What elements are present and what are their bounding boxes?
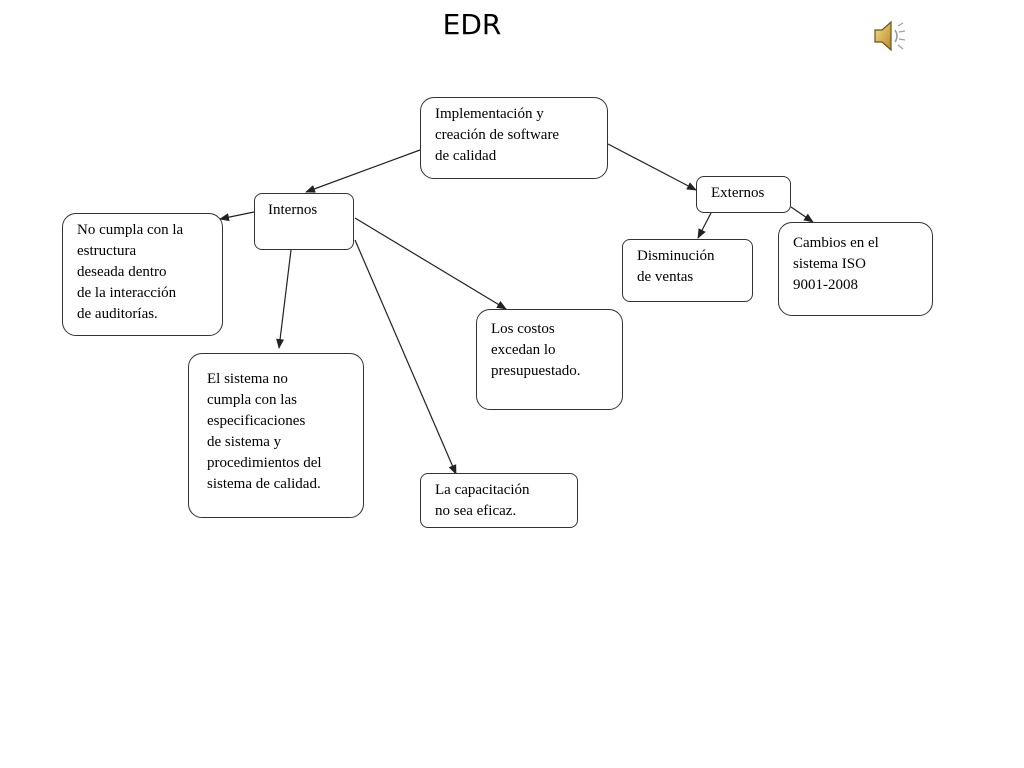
speaker-icon[interactable] <box>872 18 910 54</box>
node-especificaciones: El sistema no cumpla con las especificac… <box>188 353 364 518</box>
arrow-internos-costos <box>354 217 507 310</box>
arrow-externos-iso <box>790 206 814 223</box>
node-ventas: Disminución de ventas <box>622 239 753 302</box>
node-root: Implementación y creación de software de… <box>420 97 608 179</box>
arrow-root-internos <box>305 149 421 193</box>
arrow-root-externos <box>607 143 697 191</box>
node-internos: Internos <box>254 193 354 250</box>
node-capacitacion: La capacitación no sea eficaz. <box>420 473 578 528</box>
arrow-externos-ventas <box>697 212 712 239</box>
node-externos: Externos <box>696 176 791 213</box>
arrow-internos-especificaciones <box>276 249 292 349</box>
node-iso: Cambios en el sistema ISO 9001-2008 <box>778 222 933 316</box>
arrow-internos-capacitacion <box>354 239 457 475</box>
slide-title: EDR <box>442 8 502 41</box>
node-costos: Los costos excedan lo presupuestado. <box>476 309 623 410</box>
node-estructura: No cumpla con la estructura deseada dent… <box>62 213 223 336</box>
arrow-internos-estructura <box>219 211 255 222</box>
